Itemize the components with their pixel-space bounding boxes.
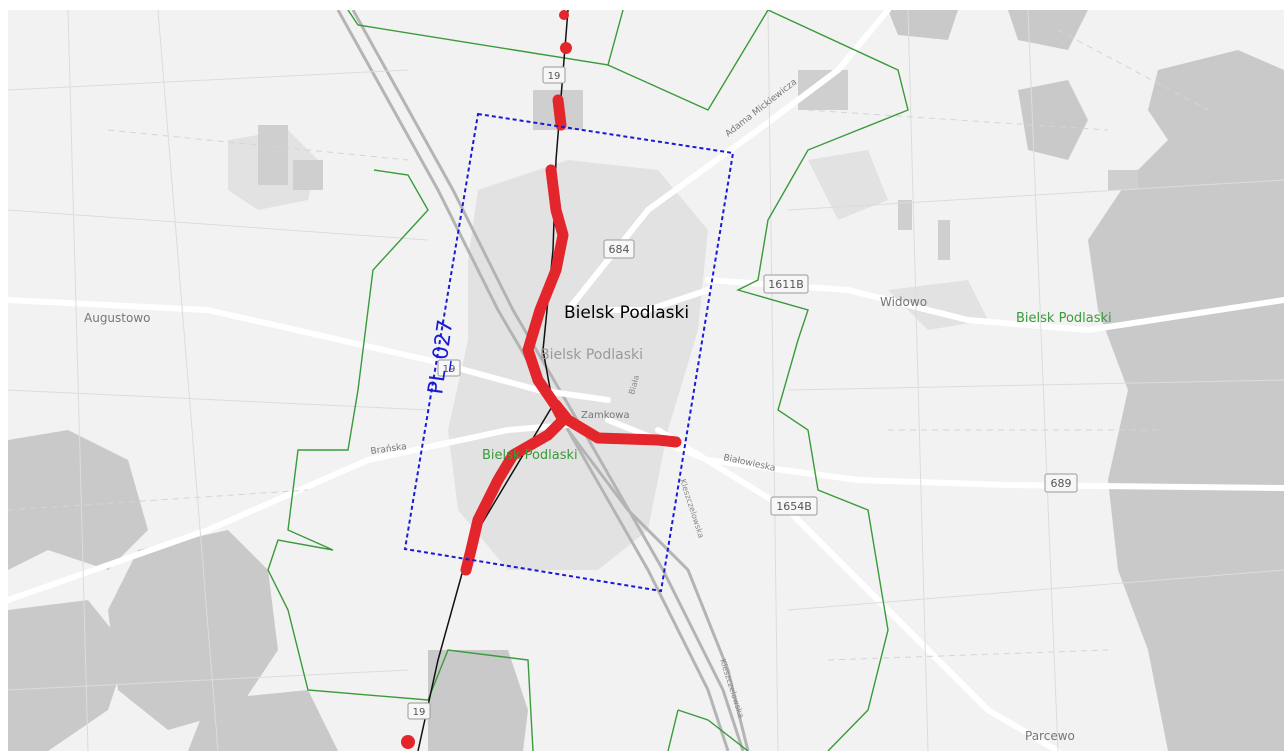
- road-shield-19-north: 19: [542, 66, 566, 84]
- road-shield-689: 689: [1044, 473, 1078, 493]
- highlighted-route[interactable]: [460, 94, 682, 576]
- svg-text:1654B: 1654B: [776, 500, 812, 513]
- map-viewport[interactable]: 19 684 1611B 19 689 1654B 19 Adama Micki…: [8, 10, 1284, 751]
- zone-boundary-box[interactable]: [403, 112, 735, 593]
- commune-boundary: [267, 10, 909, 751]
- map-canvas[interactable]: 19 684 1611B 19 689 1654B 19 Adama Micki…: [8, 10, 1284, 751]
- svg-text:689: 689: [1051, 477, 1072, 490]
- svg-text:19: 19: [548, 71, 561, 82]
- svg-text:19: 19: [443, 364, 456, 375]
- building-blocks: [258, 70, 1138, 260]
- place-label-widowo: Widowo: [880, 295, 927, 309]
- forest-areas: [8, 10, 1284, 751]
- road-shield-19-south: 19: [407, 702, 431, 720]
- tracks: [8, 29, 1209, 661]
- route-segment-dots: [401, 10, 572, 749]
- place-label-augustowo: Augustowo: [84, 311, 151, 325]
- road-shield-684: 684: [603, 239, 635, 259]
- commune-label-east: Bielsk Podlaski: [1016, 311, 1112, 326]
- town-label: Bielsk Podlaski: [540, 347, 643, 363]
- urban-areas: [228, 130, 988, 570]
- svg-text:684: 684: [609, 243, 630, 256]
- svg-text:1611B: 1611B: [768, 278, 804, 291]
- svg-text:19: 19: [413, 707, 426, 718]
- commune-label-center: Bielsk Podlaski: [482, 448, 578, 463]
- road-shield-1654b: 1654B: [770, 496, 818, 516]
- place-label-parcewo: Parcewo: [1025, 729, 1075, 743]
- road-shield-19-mid: 19: [437, 359, 461, 377]
- major-roads: [8, 10, 1284, 751]
- street-label-zamkowa: Zamkowa: [581, 410, 630, 421]
- minor-roads: [8, 10, 1284, 751]
- road-shield-1611b: 1611B: [763, 274, 809, 294]
- city-label: Bielsk Podlaski: [564, 303, 689, 323]
